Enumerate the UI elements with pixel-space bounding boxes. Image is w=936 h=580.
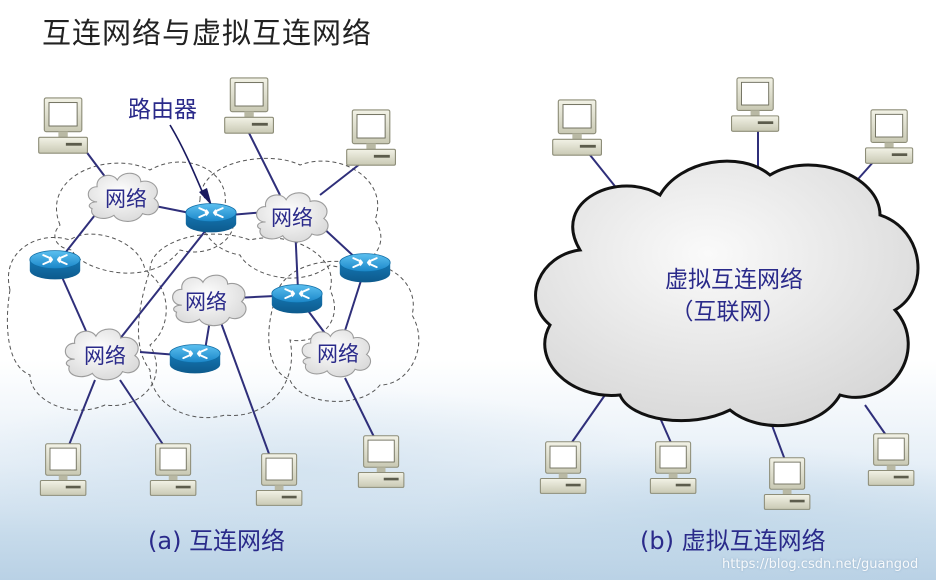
desktop-computer-icon	[864, 109, 914, 164]
network-boundary-right	[268, 260, 420, 402]
watermark: https://blog.csdn.net/guangod	[722, 557, 919, 572]
link	[114, 224, 211, 346]
link	[864, 404, 889, 439]
page-title: 互连网络与虚拟互连网络	[42, 16, 373, 50]
desktop-computer-icon	[763, 457, 811, 510]
desktop-computer-icon	[224, 77, 275, 134]
network-label: 网络	[271, 206, 313, 230]
network-boundary-topright	[198, 157, 382, 279]
router-callout-label: 路由器	[128, 97, 197, 123]
link	[569, 394, 606, 446]
desktop-computer-icon	[346, 109, 397, 166]
link	[219, 319, 273, 463]
router-callout-arrow	[169, 124, 212, 206]
network-label: 网络	[84, 344, 126, 368]
virtual-network-sublabel: （互联网）	[671, 299, 786, 325]
desktop-computer-icon	[867, 433, 915, 486]
router-icon	[28, 249, 82, 281]
router-icon	[168, 343, 222, 375]
link	[119, 379, 171, 456]
router-icon	[184, 202, 238, 234]
desktop-computer-icon	[539, 441, 587, 494]
desktop-computer-icon	[149, 443, 197, 496]
network-boundary-left	[6, 233, 167, 411]
desktop-computer-icon	[255, 453, 303, 506]
desktop-computer-icon	[552, 99, 603, 156]
desktop-computer-icon	[39, 443, 87, 496]
link	[319, 159, 366, 196]
desktop-computer-icon	[649, 441, 697, 494]
network-boundary-center	[138, 233, 335, 419]
desktop-computer-icon	[730, 77, 780, 132]
network-label: 网络	[105, 187, 147, 211]
router-icon	[338, 252, 392, 284]
link	[344, 377, 379, 446]
desktop-computer-icon	[357, 435, 405, 488]
desktop-computer-icon	[38, 97, 89, 154]
link	[57, 267, 91, 341]
link	[244, 124, 281, 196]
virtual-network-label: 虚拟互连网络	[665, 267, 803, 293]
caption-right: (b) 虚拟互连网络	[640, 527, 826, 555]
network-label: 网络	[317, 342, 359, 366]
link	[64, 379, 96, 456]
caption-left: (a) 互连网络	[148, 527, 285, 555]
network-label: 网络	[185, 290, 227, 314]
virtual-internet-cloud	[534, 159, 920, 428]
router-icon	[270, 283, 324, 315]
